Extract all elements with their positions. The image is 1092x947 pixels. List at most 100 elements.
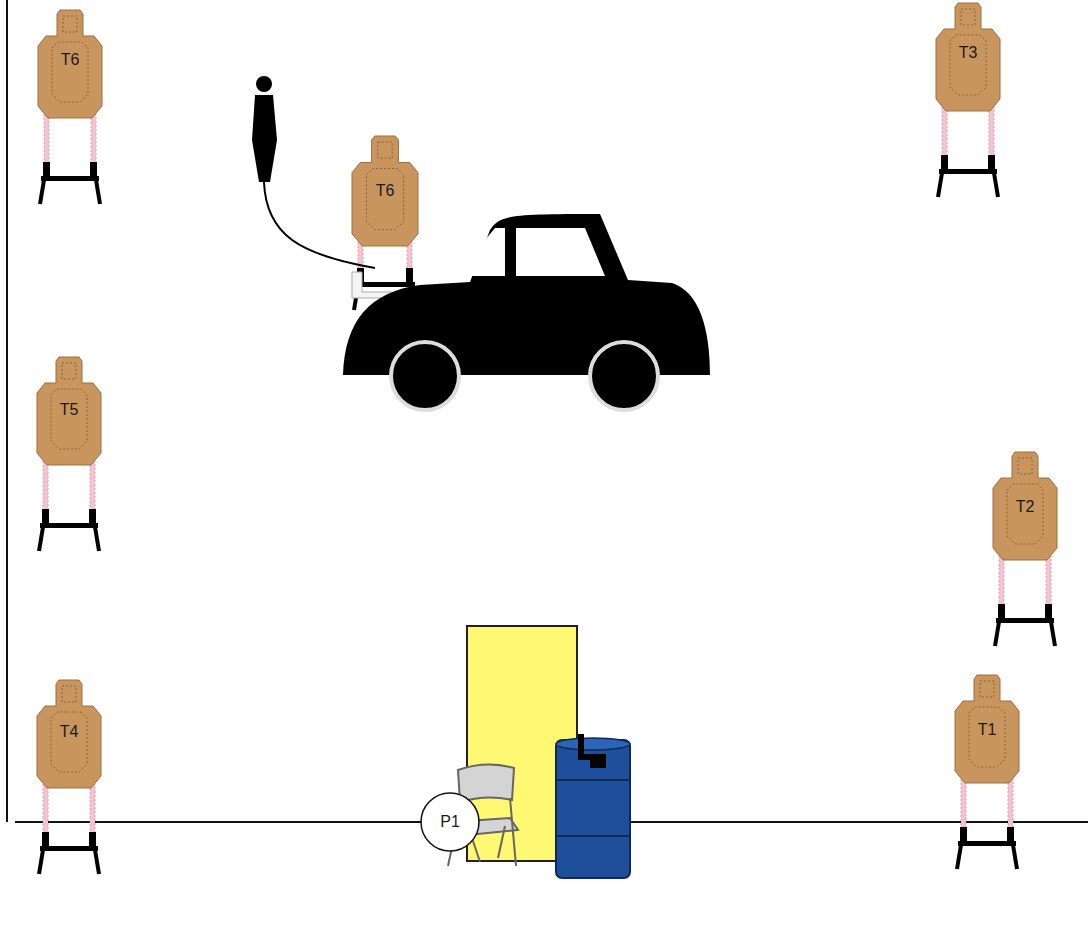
car-wheel [590,342,658,410]
target-stand [39,784,99,874]
stand-foot [95,527,99,551]
stand-post [89,832,96,848]
stand-foot [1013,845,1017,869]
stand-post [1007,827,1014,843]
head-zone [62,686,76,702]
pistol [578,734,606,768]
target-label: T1 [978,722,997,738]
activator-head [256,76,272,92]
target-stand [995,556,1055,646]
activator-body [252,95,277,182]
stand-leg [91,114,96,166]
car-window [516,228,605,276]
stand-base [939,169,997,174]
stand-foot [994,173,998,197]
stand-leg [43,461,48,513]
stand-foot [1051,622,1055,646]
stand-foot [39,527,43,551]
target-face [352,136,418,246]
stand-post [988,155,995,171]
chair-leg [498,826,505,858]
target-label: T5 [60,402,79,418]
stand-post [42,832,49,848]
head-zone [378,142,392,158]
stand-post [960,827,967,843]
target: T4 [37,680,101,788]
stand-leg [90,784,95,836]
target-face [38,10,102,118]
target-face [993,452,1057,560]
target-label: T3 [959,45,978,61]
stand-post [89,509,96,525]
stand-base [996,618,1054,623]
a-zone [969,707,1005,767]
target-stand [39,461,99,551]
a-zone [52,42,88,102]
stand-leg [999,556,1004,608]
barrel-rib [557,835,629,837]
target-label: T6 [376,183,395,199]
a-zone [51,712,87,772]
target-label: T4 [60,724,79,740]
barrel-lid [556,738,630,750]
target: T5 [37,357,101,465]
a-zone [1007,484,1043,544]
chair-leg [510,798,516,866]
mover-bracket [352,272,392,298]
chair-back [458,764,514,802]
target: T2 [993,452,1057,560]
stand-foot [995,622,999,646]
target-face [37,680,101,788]
stand-leg [1008,779,1013,831]
stand-leg [90,461,95,513]
stand-leg [989,107,994,159]
a-zone [366,169,403,230]
a-zone [950,35,986,95]
target-stand [957,779,1017,869]
stand-foot [938,173,942,197]
stand-base [41,176,99,181]
target: T6 [352,136,418,246]
left-boundary [6,0,8,822]
target-label: T6 [61,52,80,68]
stand-leg [942,107,947,159]
target-face [936,3,1000,111]
stand-post [998,604,1005,620]
target: T3 [936,3,1000,111]
stand-post [941,155,948,171]
head-zone [62,363,76,379]
stand-foot [957,845,961,869]
head-zone [961,9,975,25]
stand-leg [44,114,49,166]
target: T1 [955,675,1019,783]
stand-leg [961,779,966,831]
head-zone [980,681,994,697]
head-zone [1018,458,1032,474]
car-window [455,228,505,276]
barrel [556,734,630,878]
target-label: T2 [1016,499,1035,515]
target-stand [938,107,998,197]
stand-base [40,523,98,528]
stand-base [40,846,98,851]
stand-base [355,282,415,287]
barrel-rib [557,779,629,781]
target: T6 [38,10,102,118]
stand-base [958,841,1016,846]
stand-post [43,162,50,178]
target-stands [39,107,1055,874]
target-face [955,675,1019,783]
a-zone [51,389,87,449]
stand-leg [43,784,48,836]
stand-post [406,268,413,284]
stand-foot [40,180,44,204]
stand-post [1045,604,1052,620]
stand-foot [96,180,100,204]
stand-foot [39,850,43,874]
position-circle-outline [421,793,479,851]
head-zone [63,16,77,32]
position-label: P1 [440,814,460,830]
